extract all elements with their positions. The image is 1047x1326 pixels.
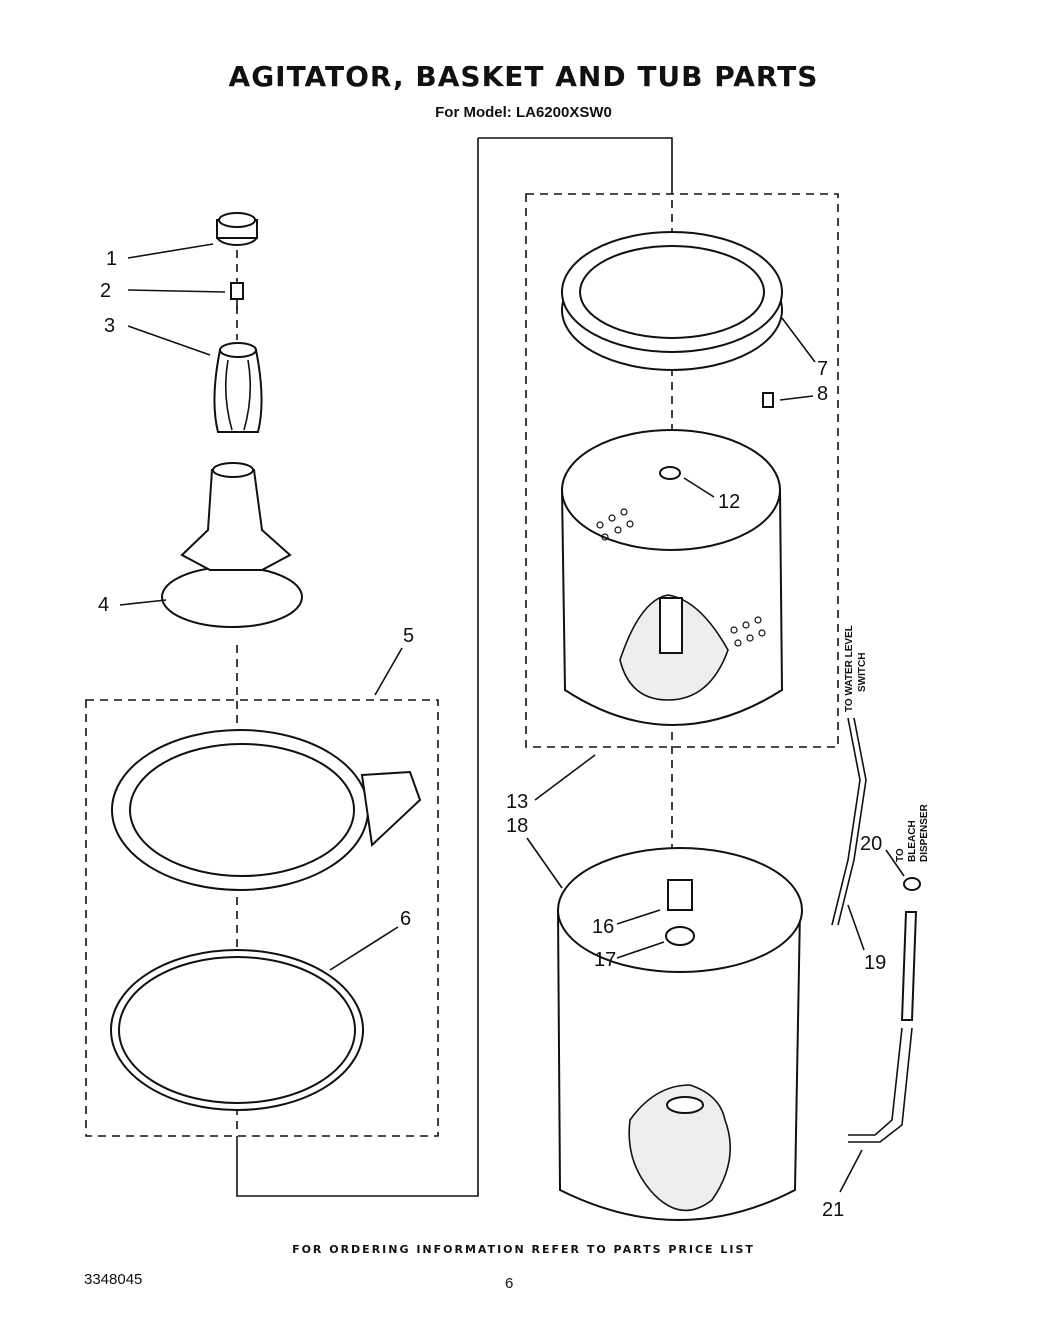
callout-1: 1 (106, 248, 117, 270)
group-box-13 (525, 193, 839, 748)
bleach-hose-part (848, 877, 921, 1143)
agitator-cap-part (216, 212, 258, 246)
callout-21: 21 (822, 1199, 844, 1221)
callout-19: 19 (864, 952, 886, 974)
callout-12: 12 (718, 491, 740, 513)
page-number: 6 (505, 1275, 514, 1292)
callout-16: 16 (592, 916, 614, 938)
balance-ring-part (561, 231, 783, 371)
tub-gasket-part (110, 949, 364, 1111)
basket-perforations (596, 508, 766, 647)
callout-20: 20 (860, 833, 882, 855)
group-box-5 (85, 699, 439, 1137)
agitator-bolt-part (230, 282, 244, 310)
svg-text:SWITCH: SWITCH (857, 653, 868, 692)
bleach-dispenser-note: TO BLEACH DISPENSER (895, 803, 930, 862)
callout-6: 6 (400, 908, 411, 930)
document-number: 3348045 (84, 1271, 143, 1288)
callout-5: 5 (403, 625, 414, 647)
tub-bearing-part (665, 926, 695, 946)
pressure-hose-part (831, 717, 861, 926)
svg-text:TO WATER LEVEL: TO WATER LEVEL (844, 625, 855, 712)
callout-7: 7 (817, 358, 828, 380)
callout-2: 2 (100, 280, 111, 302)
callout-13: 13 (506, 791, 528, 813)
page-title: AGITATOR, BASKET AND TUB PARTS (228, 60, 819, 93)
model-subtitle: For Model: LA6200XSW0 (435, 104, 612, 121)
water-level-note: TO WATER LEVEL SWITCH (844, 625, 868, 712)
wash-basket-part (560, 429, 784, 726)
callout-18: 18 (506, 815, 528, 837)
agitator-base-part (161, 462, 303, 628)
svg-text:DISPENSER: DISPENSER (919, 803, 930, 862)
callout-8: 8 (817, 383, 828, 405)
balance-ring-screw-part (762, 392, 774, 408)
svg-text:BLEACH: BLEACH (907, 820, 918, 862)
assembly-connector-top (478, 137, 673, 194)
outer-tub-part (556, 847, 803, 1221)
callout-17: 17 (594, 949, 616, 971)
callout-4: 4 (98, 594, 109, 616)
assembly-connector-line (236, 138, 479, 1197)
svg-text:TO: TO (895, 848, 906, 862)
callout-3: 3 (104, 315, 115, 337)
tub-ring-part (111, 729, 422, 891)
drive-seal-part (667, 879, 693, 911)
ordering-footer: FOR ORDERING INFORMATION REFER TO PARTS … (292, 1243, 755, 1256)
leader-lines (119, 243, 905, 1193)
basket-hub-nut-part (659, 466, 681, 480)
agitator-top-part (213, 342, 263, 433)
